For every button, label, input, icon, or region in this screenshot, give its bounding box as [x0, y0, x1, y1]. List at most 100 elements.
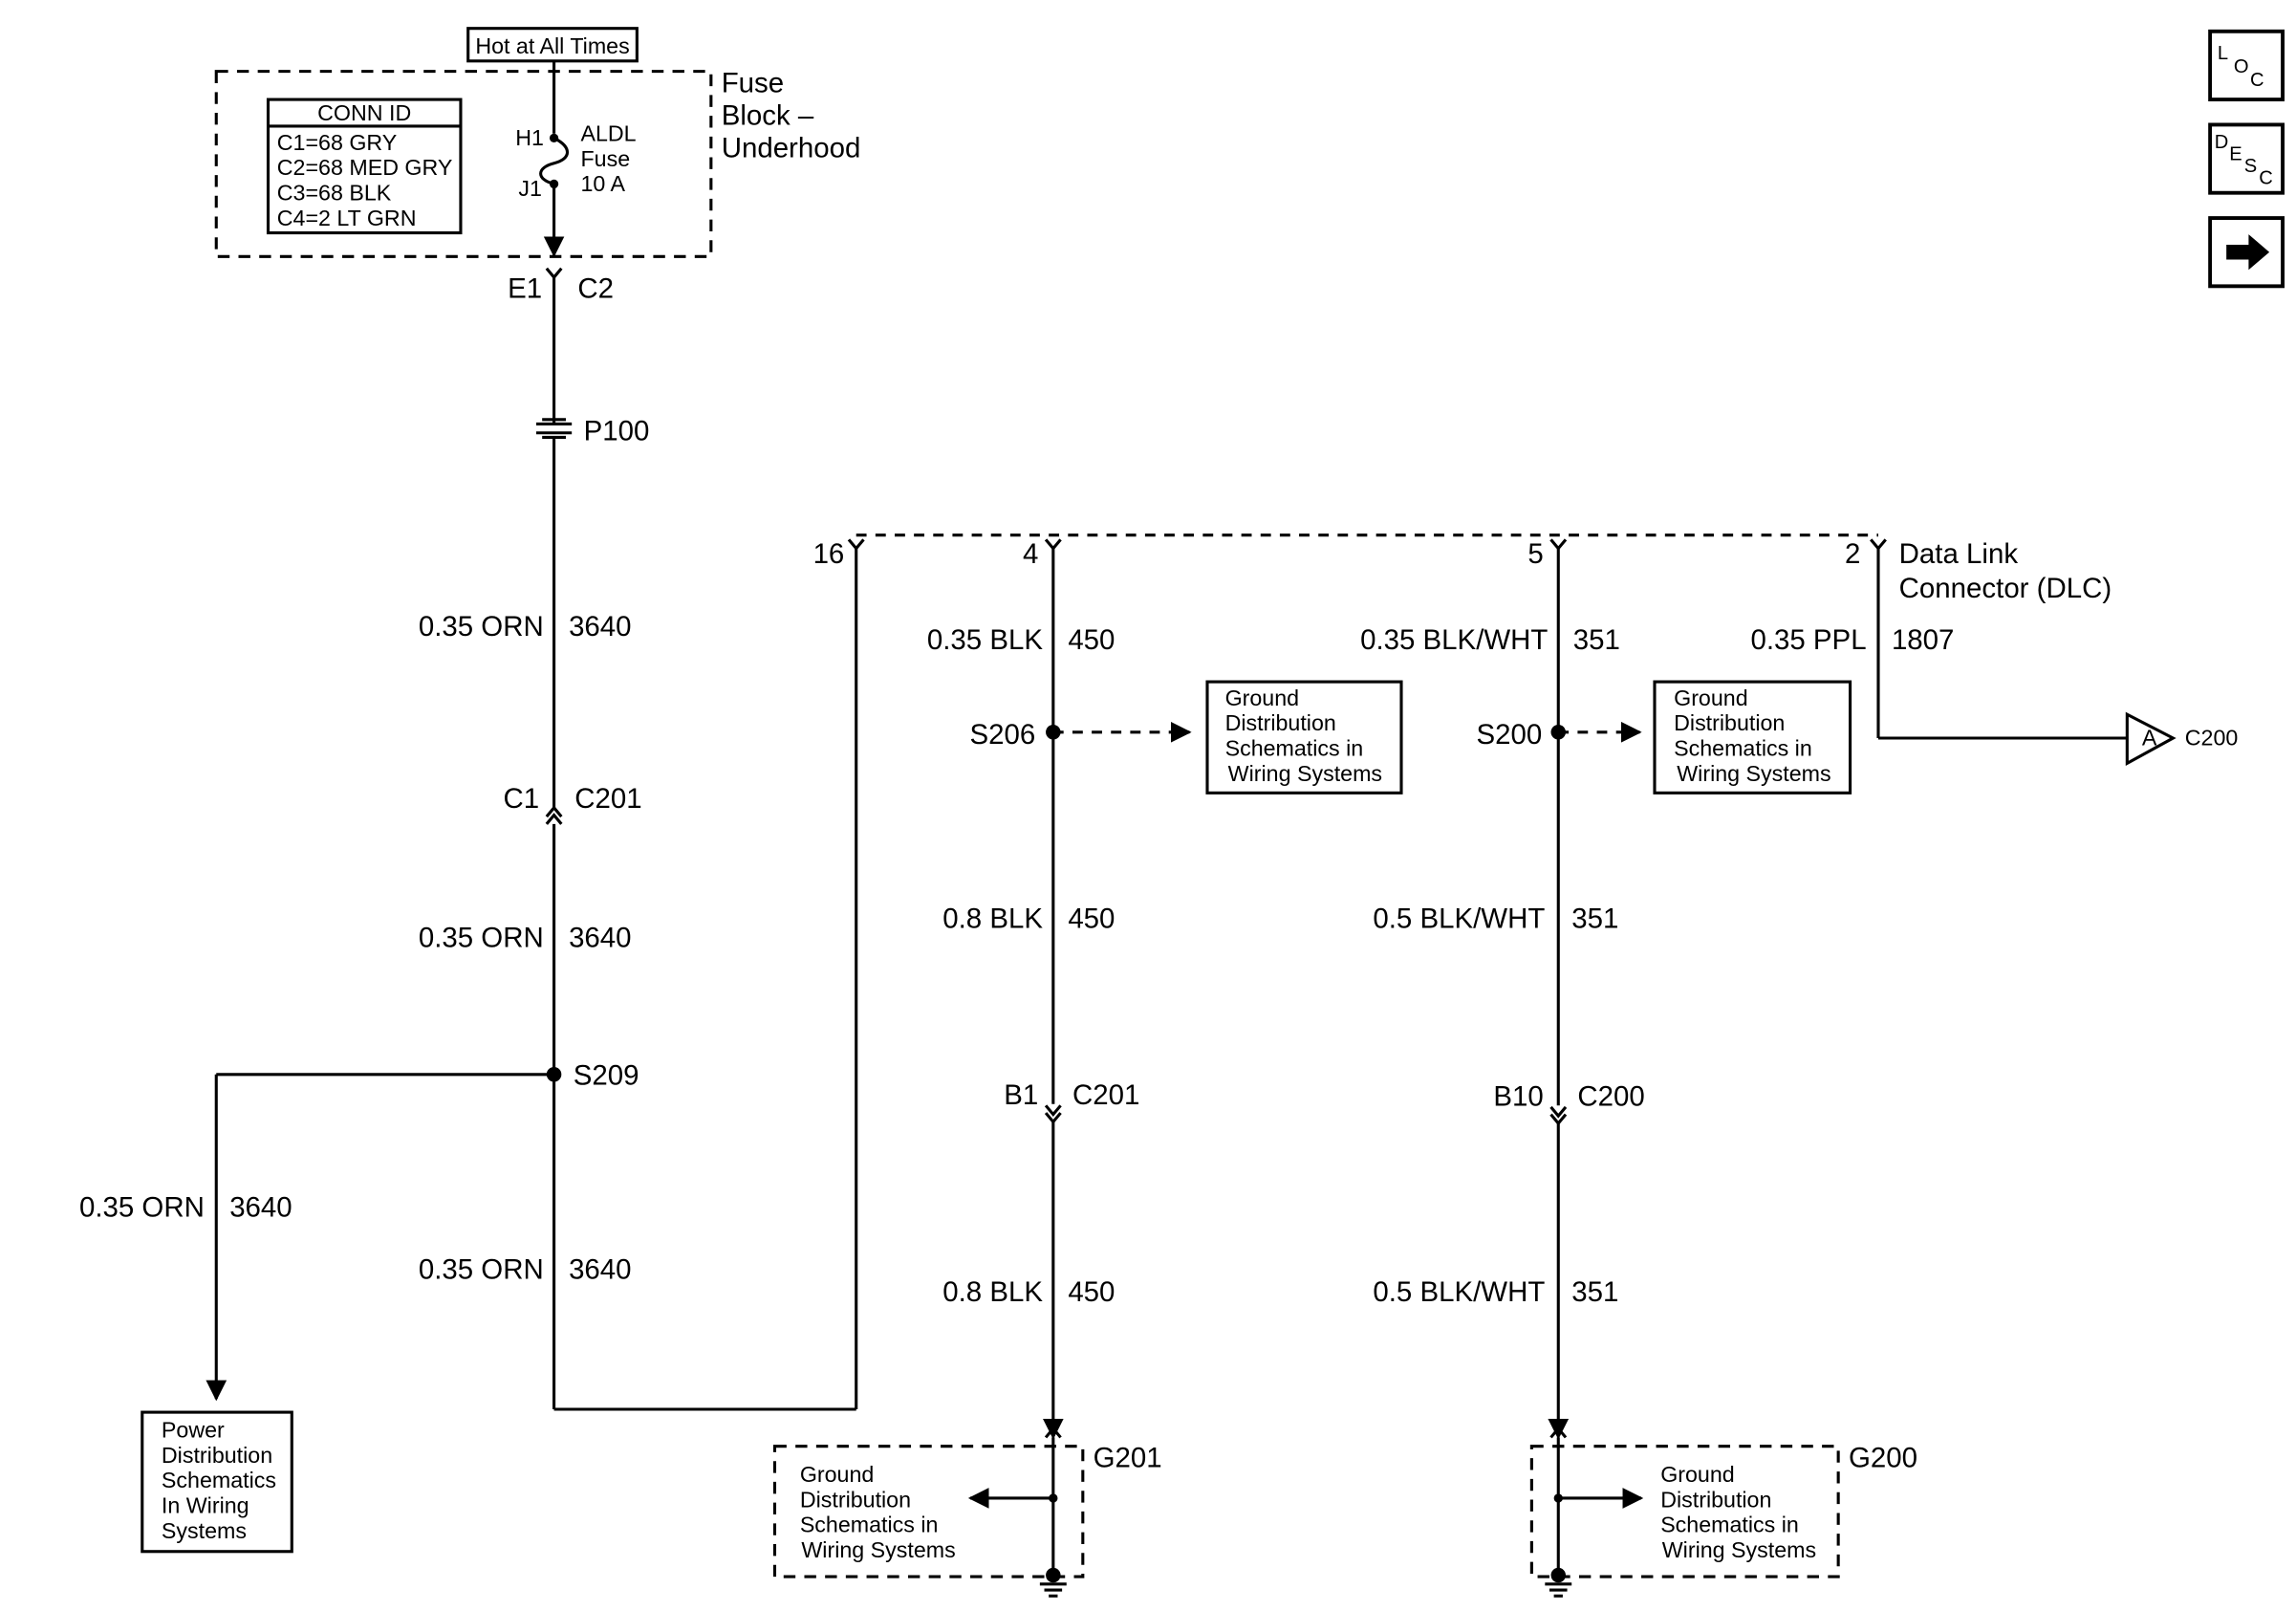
wire-gauge-color: 0.35 ORN: [79, 1192, 205, 1224]
svg-text:Ground: Ground: [800, 1462, 875, 1487]
wire-circuit: 3640: [569, 611, 632, 642]
wire-gauge-color: 0.8 BLK: [942, 1276, 1043, 1308]
desc-button[interactable]: D E S C: [2208, 122, 2285, 195]
wire-circuit: 3640: [229, 1192, 292, 1224]
fuse-name-1: ALDL: [580, 120, 636, 145]
connector-b1-label: B1: [1004, 1079, 1038, 1111]
connector-e1-label: E1: [508, 273, 542, 305]
dlc-pin-16: 16: [813, 538, 845, 570]
svg-text:Ground: Ground: [1674, 686, 1747, 710]
svg-text:Wiring Systems: Wiring Systems: [1677, 761, 1830, 786]
svg-text:Schematics in: Schematics in: [1660, 1513, 1799, 1537]
right-arrow-icon: [2226, 234, 2270, 271]
wire-gauge-color: 0.8 BLK: [942, 903, 1043, 934]
svg-text:Wiring Systems: Wiring Systems: [1662, 1537, 1816, 1562]
conn-id-c4: C4=2 LT GRN: [277, 206, 417, 230]
svg-text:C: C: [2250, 70, 2264, 91]
ground-g201-label: G201: [1094, 1442, 1162, 1473]
fuse-block-title-3: Underhood: [722, 133, 861, 164]
fuse-pin-in: H1: [515, 125, 544, 150]
off-page-connector-a: A: [2125, 711, 2177, 766]
svg-text:Schematics in: Schematics in: [1225, 736, 1364, 761]
power-distribution-ref: Power Distribution Schematics In Wiring …: [141, 1410, 293, 1554]
ground-distribution-ref-g201: Ground Distribution Schematics in Wiring…: [800, 1462, 956, 1562]
dlc-pin-2: 2: [1845, 538, 1860, 570]
svg-text:Schematics in: Schematics in: [1674, 736, 1812, 761]
wire-gauge-color: 0.5 BLK/WHT: [1373, 903, 1545, 934]
svg-text:Schematics: Schematics: [162, 1468, 276, 1492]
svg-text:Distribution: Distribution: [1674, 710, 1785, 735]
ground-g200-outline: [1529, 1445, 1840, 1578]
wire-gauge-color: 0.35 BLK: [927, 624, 1043, 656]
wire-gauge-color: 0.35 ORN: [419, 611, 544, 642]
splice-s209-label: S209: [574, 1060, 639, 1092]
fuse-symbol: [539, 133, 570, 257]
ground-distribution-ref-g200: Ground Distribution Schematics in Wiring…: [1660, 1462, 1816, 1562]
wire-gauge-color: 0.35 ORN: [419, 1254, 544, 1286]
fuse-name-2: Fuse: [580, 146, 630, 171]
svg-text:In Wiring: In Wiring: [162, 1492, 249, 1517]
p100-label: P100: [584, 416, 650, 447]
svg-text:O: O: [2234, 56, 2249, 77]
dlc-pin-4: 4: [1023, 538, 1038, 570]
splice-s206-label: S206: [969, 719, 1035, 751]
dlc-title-1: Data Link: [1899, 538, 2019, 570]
dlc-pin-5: 5: [1527, 538, 1543, 570]
svg-text:Ground: Ground: [1660, 1462, 1735, 1487]
ground-symbol-g201: [1039, 1567, 1067, 1598]
dlc-title-2: Connector (DLC): [1899, 573, 2112, 604]
conn-id-c1: C1=68 GRY: [277, 130, 398, 155]
connector-c201-mid-label: C201: [1072, 1079, 1139, 1111]
svg-text:Distribution: Distribution: [1225, 710, 1336, 735]
ground-g201-outline: [772, 1445, 1085, 1578]
wire-circuit: 450: [1068, 1276, 1115, 1308]
wire-circuit: 351: [1573, 624, 1620, 656]
wire-circuit: 3640: [569, 922, 632, 953]
fuse-pin-out: J1: [518, 176, 542, 201]
svg-text:Wiring Systems: Wiring Systems: [1228, 761, 1382, 786]
next-button[interactable]: [2208, 216, 2285, 289]
hot-label: Hot at All Times: [475, 33, 629, 58]
connector-e1-c2: [545, 267, 563, 280]
conn-id-title: CONN ID: [317, 100, 411, 125]
conn-id-table: [266, 98, 463, 235]
connector-b10-c200: [1549, 1105, 1568, 1126]
ground-distribution-ref-s200: Ground Distribution Schematics in Wiring…: [1653, 680, 1852, 795]
wire-circuit: 351: [1571, 1276, 1618, 1308]
wire-gauge-color: 0.5 BLK/WHT: [1373, 1276, 1545, 1308]
wire-gauge-color: 0.35 ORN: [419, 922, 544, 953]
splice-s200-label: S200: [1476, 719, 1542, 751]
fuse-block-outline: [214, 70, 713, 258]
svg-text:A: A: [2142, 726, 2157, 751]
svg-text:S: S: [2244, 156, 2257, 177]
svg-text:Distribution: Distribution: [1660, 1487, 1771, 1512]
loc-button[interactable]: L O C: [2208, 29, 2285, 102]
connector-c200-right-label: C200: [1577, 1080, 1644, 1112]
svg-text:Schematics in: Schematics in: [800, 1513, 939, 1537]
connector-b10-label: B10: [1493, 1080, 1543, 1112]
svg-text:C: C: [2259, 167, 2273, 188]
connector-b1-c201: [1044, 1104, 1062, 1124]
connector-c1-label: C1: [503, 783, 539, 815]
wire-circuit: 450: [1068, 903, 1115, 934]
svg-text:D: D: [2215, 132, 2229, 153]
wire-circuit: 450: [1068, 624, 1115, 656]
ground-symbol-g200: [1545, 1567, 1572, 1598]
wire-gauge-color: 0.35 PPL: [1750, 624, 1866, 656]
conn-id-c2: C2=68 MED GRY: [277, 155, 453, 180]
conn-id-c3: C3=68 BLK: [277, 180, 392, 205]
svg-text:L: L: [2218, 43, 2228, 64]
dlc-pin-terminals: [847, 538, 1887, 552]
fuse-block-title-2: Block –: [722, 99, 814, 131]
fuse-rating: 10 A: [580, 171, 625, 196]
svg-text:Wiring Systems: Wiring Systems: [801, 1537, 955, 1562]
svg-text:Power: Power: [162, 1417, 225, 1442]
connector-c2-label: C2: [577, 273, 614, 305]
ground-g200-label: G200: [1849, 1442, 1917, 1473]
connector-c1-c201: [545, 805, 563, 825]
wire-gauge-color: 0.35 BLK/WHT: [1360, 624, 1548, 656]
off-page-connector-label: C200: [2185, 726, 2239, 751]
svg-text:E: E: [2229, 144, 2242, 165]
wire-circuit: 351: [1571, 903, 1618, 934]
